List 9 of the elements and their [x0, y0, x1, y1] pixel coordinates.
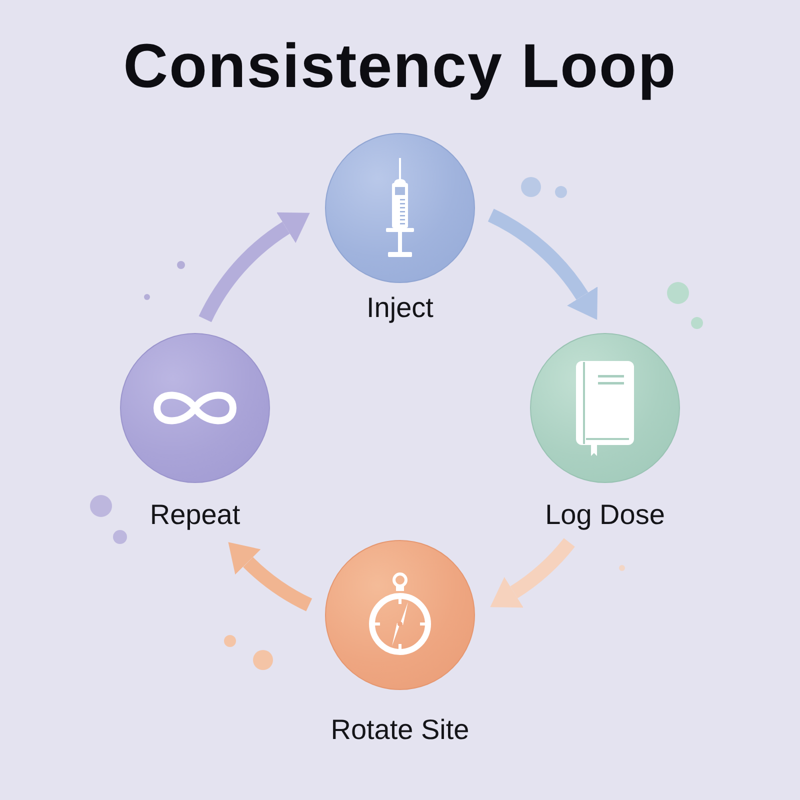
arrow	[198, 212, 309, 322]
arrow	[488, 208, 598, 319]
step-label: Rotate Site	[330, 714, 470, 746]
diagram-title: Consistency Loop	[123, 32, 677, 102]
arrow	[227, 543, 312, 612]
step-label: Log Dose	[545, 499, 665, 531]
arrow	[490, 538, 575, 608]
step-label: Repeat	[150, 499, 240, 531]
step-label: Inject	[366, 292, 434, 324]
